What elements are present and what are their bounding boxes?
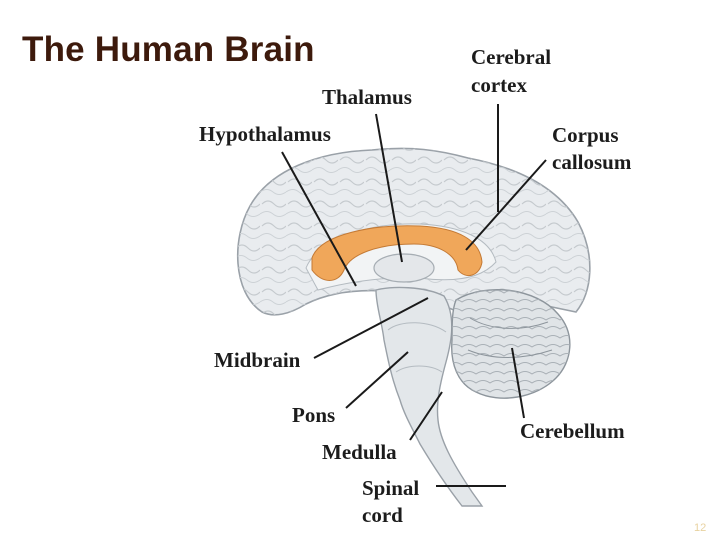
label-pons: Pons	[292, 403, 335, 427]
label-thalamus: Thalamus	[322, 85, 412, 109]
thalamus-shape	[373, 253, 435, 283]
label-spinal-cord: Spinal cord	[362, 476, 424, 527]
brainstem-shape	[375, 286, 484, 507]
label-hypothalamus: Hypothalamus	[199, 122, 331, 146]
label-medulla: Medulla	[322, 440, 397, 464]
label-corpus-callosum: Corpus callosum	[552, 123, 632, 174]
leader-lines	[281, 104, 547, 487]
label-midbrain: Midbrain	[214, 348, 301, 372]
label-cerebral-cortex: Cerebral cortex	[471, 45, 556, 97]
corpus-callosum-shape	[311, 225, 483, 281]
label-cerebellum: Cerebellum	[520, 419, 625, 443]
page-number: 12	[694, 522, 707, 534]
slide-title: The Human Brain	[22, 30, 315, 69]
